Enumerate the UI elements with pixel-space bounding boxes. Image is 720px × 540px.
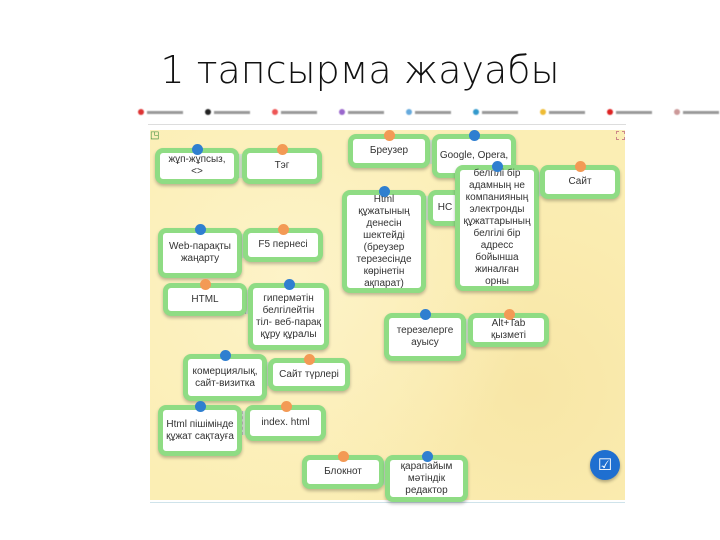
- bookmark-icon: [607, 109, 613, 115]
- connector-dot-blue[interactable]: [283, 279, 295, 290]
- match-card[interactable]: Alt+Tab қызметі: [468, 309, 549, 347]
- match-card[interactable]: Html құжатының денесін шектейді (бреузер…: [342, 186, 426, 293]
- connector-dot-orange[interactable]: [575, 161, 586, 172]
- match-card[interactable]: терезелерге ауысу: [384, 309, 466, 361]
- bookmarks-bar: [138, 104, 719, 120]
- connector-dot-blue[interactable]: [421, 451, 433, 462]
- bookmark-label: [147, 110, 183, 114]
- divider: [148, 124, 626, 125]
- bookmark-label: [683, 110, 719, 114]
- bookmark-item[interactable]: [205, 109, 250, 115]
- card-text: Сайт: [568, 176, 592, 187]
- bookmark-label: [281, 110, 317, 114]
- bookmark-icon: [406, 109, 412, 115]
- connector-dot-orange[interactable]: [503, 309, 515, 320]
- bookmark-item[interactable]: [473, 109, 518, 115]
- card-text: терезелерге ауысу: [396, 325, 454, 348]
- match-card[interactable]: Бреузер: [348, 130, 430, 168]
- bookmark-icon: [540, 109, 546, 115]
- connector-dot-blue[interactable]: [379, 186, 390, 197]
- connector-dot-blue[interactable]: [220, 350, 231, 361]
- card-text: Сайт түрлері: [279, 368, 339, 380]
- match-card[interactable]: Блокнот: [302, 451, 384, 489]
- bookmark-label: [348, 110, 384, 114]
- card-text: F5 пернесі: [258, 239, 308, 250]
- card-text: гипермәтін белгілейтін тіл- веб-парақ құ…: [256, 292, 321, 340]
- bookmark-label: [482, 110, 518, 114]
- match-card[interactable]: Сайт түрлері: [268, 354, 350, 391]
- connector-dot-orange[interactable]: [200, 279, 211, 290]
- card-text: Бреузер: [369, 145, 409, 156]
- connector-dot-blue[interactable]: [195, 224, 206, 235]
- card-text: Html пішімінде құжат сақтауға: [166, 418, 234, 442]
- card-text: Блокнот: [324, 466, 362, 477]
- bookmark-icon: [674, 109, 680, 115]
- bookmark-item[interactable]: [607, 109, 652, 115]
- card-text: index. html: [261, 417, 310, 428]
- connector-dot-orange[interactable]: [338, 451, 349, 462]
- bookmark-item[interactable]: [406, 109, 451, 115]
- fullscreen-icon[interactable]: [616, 131, 625, 140]
- match-card[interactable]: қарапайым мәтіндік редактор: [385, 451, 468, 502]
- card-text: комерциялық, сайт-визитка: [192, 365, 258, 389]
- match-card[interactable]: комерциялық, сайт-визитка: [183, 350, 267, 401]
- connector-dot-blue[interactable]: [420, 309, 431, 320]
- match-card[interactable]: Сайт: [540, 161, 620, 199]
- card-text: жұп-жұпсыз, <>: [168, 154, 226, 177]
- bookmark-label: [214, 110, 250, 114]
- card-text: Alt+Tab қызметі: [490, 318, 527, 341]
- connector-dot-blue[interactable]: [192, 144, 203, 155]
- card-text: Html құжатының денесін шектейді (бреузер…: [356, 193, 412, 289]
- bookmark-item[interactable]: [674, 109, 719, 115]
- bookmark-icon: [339, 109, 345, 115]
- card-text: қарапайым мәтіндік редактор: [400, 460, 453, 496]
- card-text: HTML: [191, 293, 219, 305]
- app-icon[interactable]: ◳: [150, 130, 160, 141]
- connector-dot-orange[interactable]: [280, 401, 292, 412]
- match-card[interactable]: гипермәтін белгілейтін тіл- веб-парақ құ…: [248, 279, 329, 350]
- card-text: белгілі бір адамның не компанияның элект…: [463, 168, 531, 287]
- match-card[interactable]: index. html: [245, 401, 326, 441]
- bookmark-icon: [205, 109, 211, 115]
- card-text: Тэг: [274, 160, 290, 171]
- match-card[interactable]: F5 пернесі: [243, 224, 323, 262]
- bookmark-item[interactable]: [540, 109, 585, 115]
- match-card[interactable]: жұп-жұпсыз, <>: [155, 144, 239, 184]
- connector-dot-blue[interactable]: [469, 130, 480, 141]
- check-icon: ☑: [597, 457, 613, 474]
- match-card[interactable]: белгілі бір адамның не компанияның элект…: [455, 161, 539, 291]
- bookmark-item[interactable]: [138, 109, 183, 115]
- match-card[interactable]: Web-парақты жаңарту: [158, 224, 242, 278]
- bookmark-icon: [272, 109, 278, 115]
- match-card[interactable]: Html пішімінде құжат сақтауға: [158, 401, 242, 456]
- bookmark-icon: [473, 109, 479, 115]
- bookmark-label: [549, 110, 585, 114]
- connector-dot-blue[interactable]: [195, 401, 206, 412]
- connector-dot-blue[interactable]: [492, 161, 503, 172]
- connector-dot-orange[interactable]: [384, 130, 395, 141]
- bookmark-label: [616, 110, 652, 114]
- connector-dot-orange[interactable]: [277, 144, 288, 155]
- connector-dot-orange[interactable]: [278, 224, 289, 235]
- card-text: НС: [437, 202, 453, 213]
- bookmark-icon: [138, 109, 144, 115]
- bookmark-item[interactable]: [272, 109, 317, 115]
- check-answer-button[interactable]: ☑: [590, 450, 620, 480]
- match-card[interactable]: HTML: [163, 279, 247, 316]
- match-card[interactable]: Тэг: [242, 144, 322, 184]
- bookmark-item[interactable]: [339, 109, 384, 115]
- card-text: Web-парақты жаңарту: [169, 241, 231, 264]
- card-text: Google, Opera,: [439, 150, 509, 161]
- connector-dot-orange[interactable]: [304, 354, 315, 365]
- divider: [150, 502, 625, 503]
- slide-title: 1 тапсырма жауабы: [160, 48, 560, 92]
- bookmark-label: [415, 110, 451, 114]
